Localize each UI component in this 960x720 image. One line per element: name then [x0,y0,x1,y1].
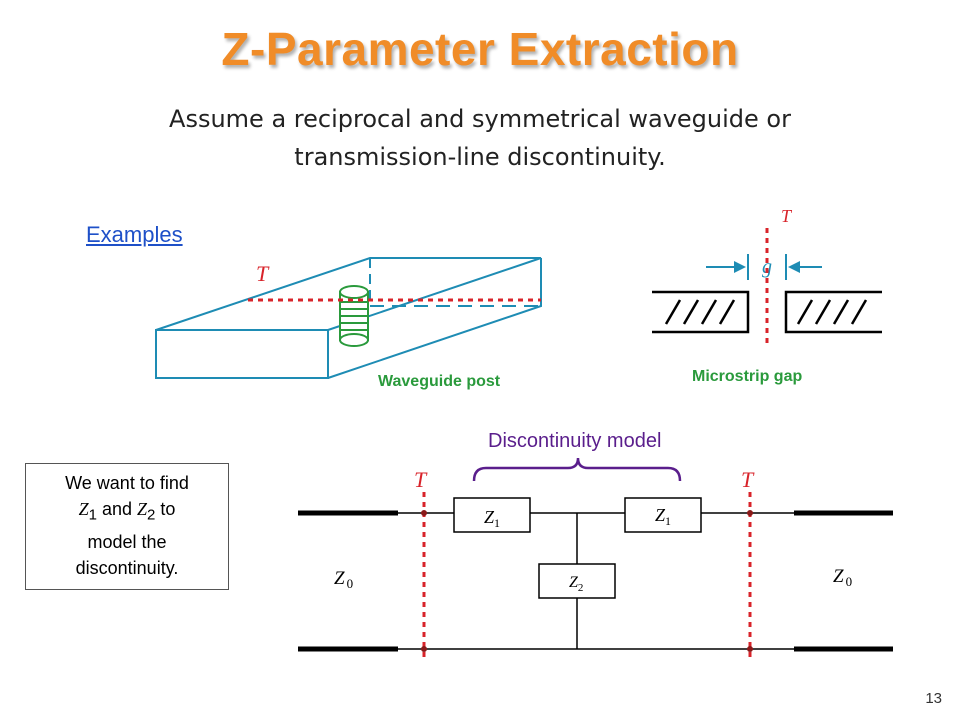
note-and: and [101,499,132,519]
z1-right-box [624,497,702,533]
note-z1: Z [78,499,89,519]
examples-link[interactable]: Examples [86,222,183,247]
discontinuity-model-label: Discontinuity model [488,430,661,452]
note-line-4: discontinuity. [75,557,179,578]
waveguide-side-face [327,258,542,379]
note-z2-sub: 2 [147,506,156,524]
z2-box [538,563,616,599]
circuit-wires [298,510,893,652]
subtitle-line-1: Assume a reciprocal and symmetrical wave… [169,105,791,133]
subtitle-line-2: transmission-line discontinuity. [294,143,666,171]
waveguide-front-face [155,329,329,379]
gap-dimension-arrows [706,254,822,280]
note-z2: Z [137,499,148,519]
note-line-1: We want to find [26,470,228,496]
note-box: We want to find Z1 and Z2 to model the d… [25,463,229,590]
waveguide-top-face [155,257,542,331]
z1-right-label: Z1 [655,505,671,528]
note-z1-sub: 1 [88,506,97,524]
microstrip-right-conductor [784,290,882,334]
note-line-3: model the [87,531,167,552]
circuit-plane-right-label: T [741,467,755,492]
plane-junction-dots [421,510,753,652]
model-bracket [472,457,682,482]
note-line-2: Z1 and Z2 to [26,496,228,529]
waveguide-post [339,285,369,347]
waveguide-caption: Waveguide post [378,373,501,390]
slide-subtitle: Assume a reciprocal and symmetrical wave… [80,100,880,176]
page-number: 13 [925,690,942,707]
z2-label: Z2 [569,574,583,594]
microstrip-left-conductor [652,290,750,334]
circuit-plane-left-label: T [414,467,428,492]
note-to: to [160,499,176,519]
microstrip-caption: Microstrip gap [692,368,802,385]
z1-left-label: Z1 [484,507,500,530]
microstrip-gap-label: g [762,256,772,278]
z1-left-box [453,497,531,533]
note-text: We want to find [65,473,189,493]
microstrip-plane-label: T [781,206,793,226]
waveguide-plane-label: T [256,261,270,286]
slide-title: Z-Parameter Extraction [221,23,739,75]
